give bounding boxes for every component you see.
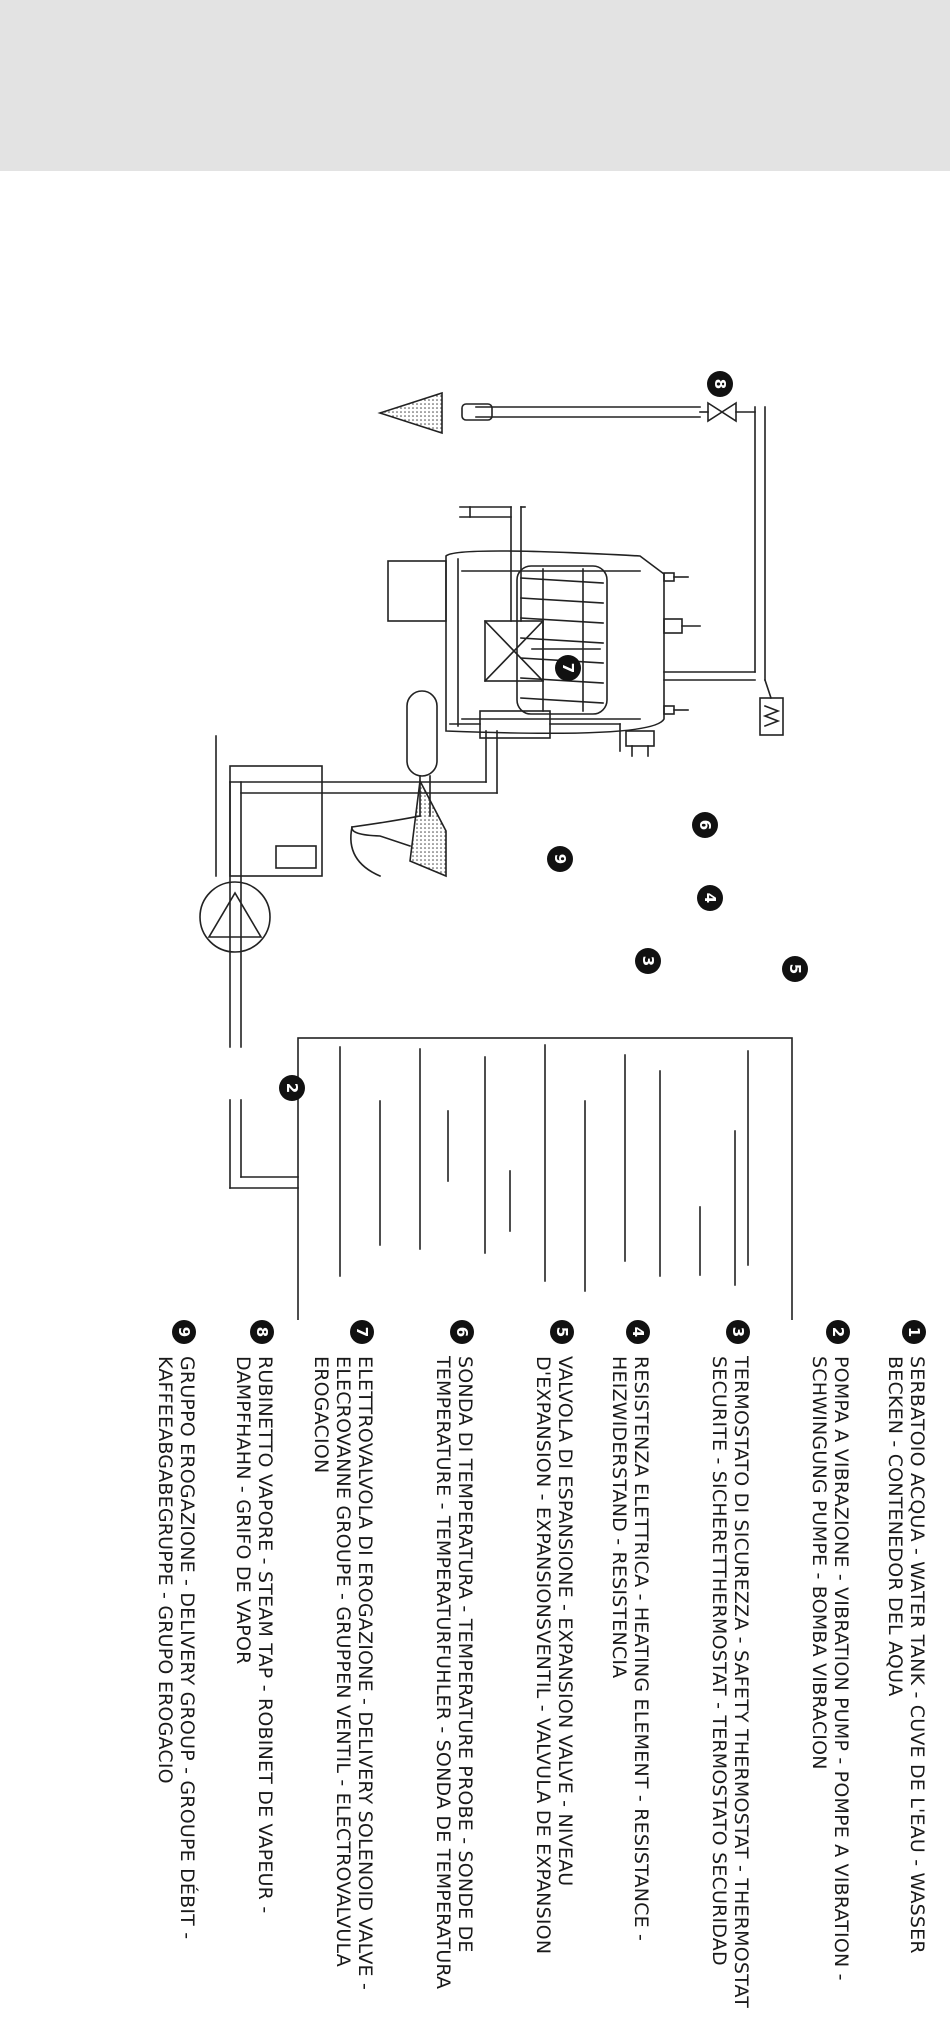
legend-number: 7: [350, 1320, 374, 1344]
hydraulic-diagram: 1 2 3 4 5 6 7 8 9: [199, 371, 808, 1320]
svg-text:5: 5: [786, 964, 804, 974]
svg-text:4: 4: [701, 893, 719, 903]
header-band: [0, 0, 950, 171]
temperature-probe: [663, 618, 701, 634]
legend-number: 9: [172, 1320, 196, 1344]
svg-text:9: 9: [551, 854, 569, 864]
callout-5: 5: [782, 956, 808, 982]
legend-number: 4: [626, 1320, 650, 1344]
legend-number: 8: [250, 1320, 274, 1344]
pump-pipe: [229, 730, 498, 1189]
legend-rotator: 1 SERBATOIO ACQUA - WATER TANK - CUVE DE…: [0, 1320, 950, 2044]
legend-number: 5: [550, 1320, 574, 1344]
safety-thermostat: [625, 730, 655, 757]
coffee-cup: [215, 735, 323, 877]
callout-8: 8: [707, 371, 733, 397]
legend-text: RUBINETTO VAPORE - STEAM TAP - ROBINET D…: [232, 1356, 276, 1914]
legend-number: 1: [902, 1320, 926, 1344]
solenoid-valve: [449, 506, 621, 752]
svg-text:6: 6: [696, 820, 714, 830]
svg-text:2: 2: [283, 1083, 301, 1093]
water-tank: [297, 1037, 793, 1320]
callout-6: 6: [692, 812, 718, 838]
heating-element: [663, 572, 689, 715]
legend-text: ELETTROVALVOLA DI EROGAZIONE - DELIVERY …: [310, 1356, 376, 1991]
legend-number: 2: [826, 1320, 850, 1344]
legend-number: 6: [450, 1320, 474, 1344]
legend-text: SONDA DI TEMPERATURA - TEMPERATURE PROBE…: [432, 1356, 476, 1990]
steam-tap: [699, 401, 756, 423]
callout-2: 2: [279, 1075, 305, 1101]
callout-9: 9: [547, 846, 573, 872]
legend-text: VALVOLA DI ESPANSIONE - EXPANSION VALVE …: [532, 1356, 576, 1955]
legend-number: 3: [726, 1320, 750, 1344]
legend-text: RESISTENZA ELETTRICA - HEATING ELEMENT -…: [608, 1356, 652, 1942]
delivery-group: [350, 560, 447, 878]
svg-text:8: 8: [711, 379, 729, 389]
heating-coil: [516, 565, 608, 715]
legend-text: SERBATOIO ACQUA - WATER TANK - CUVE DE L…: [884, 1356, 928, 1954]
svg-text:7: 7: [559, 663, 577, 673]
legend: 1 SERBATOIO ACQUA - WATER TANK - CUVE DE…: [0, 1320, 950, 2044]
steam-line: [377, 391, 701, 435]
boiler: [445, 550, 665, 735]
legend-text: TERMOSTATO DI SICUREZZA - SAFETY THERMOS…: [708, 1356, 752, 2009]
svg-text:3: 3: [639, 956, 657, 966]
callout-7: 7: [555, 655, 581, 681]
callout-4: 4: [697, 885, 723, 911]
callout-3: 3: [635, 948, 661, 974]
expansion-valve: [663, 406, 784, 736]
legend-text: GRUPPO EROGAZIONE - DELIVERY GROUP - GRO…: [154, 1356, 198, 1940]
vibration-pump: [199, 881, 271, 953]
legend-text: POMPA A VIBRAZIONE - VIBRATION PUMP - PO…: [808, 1356, 852, 1981]
